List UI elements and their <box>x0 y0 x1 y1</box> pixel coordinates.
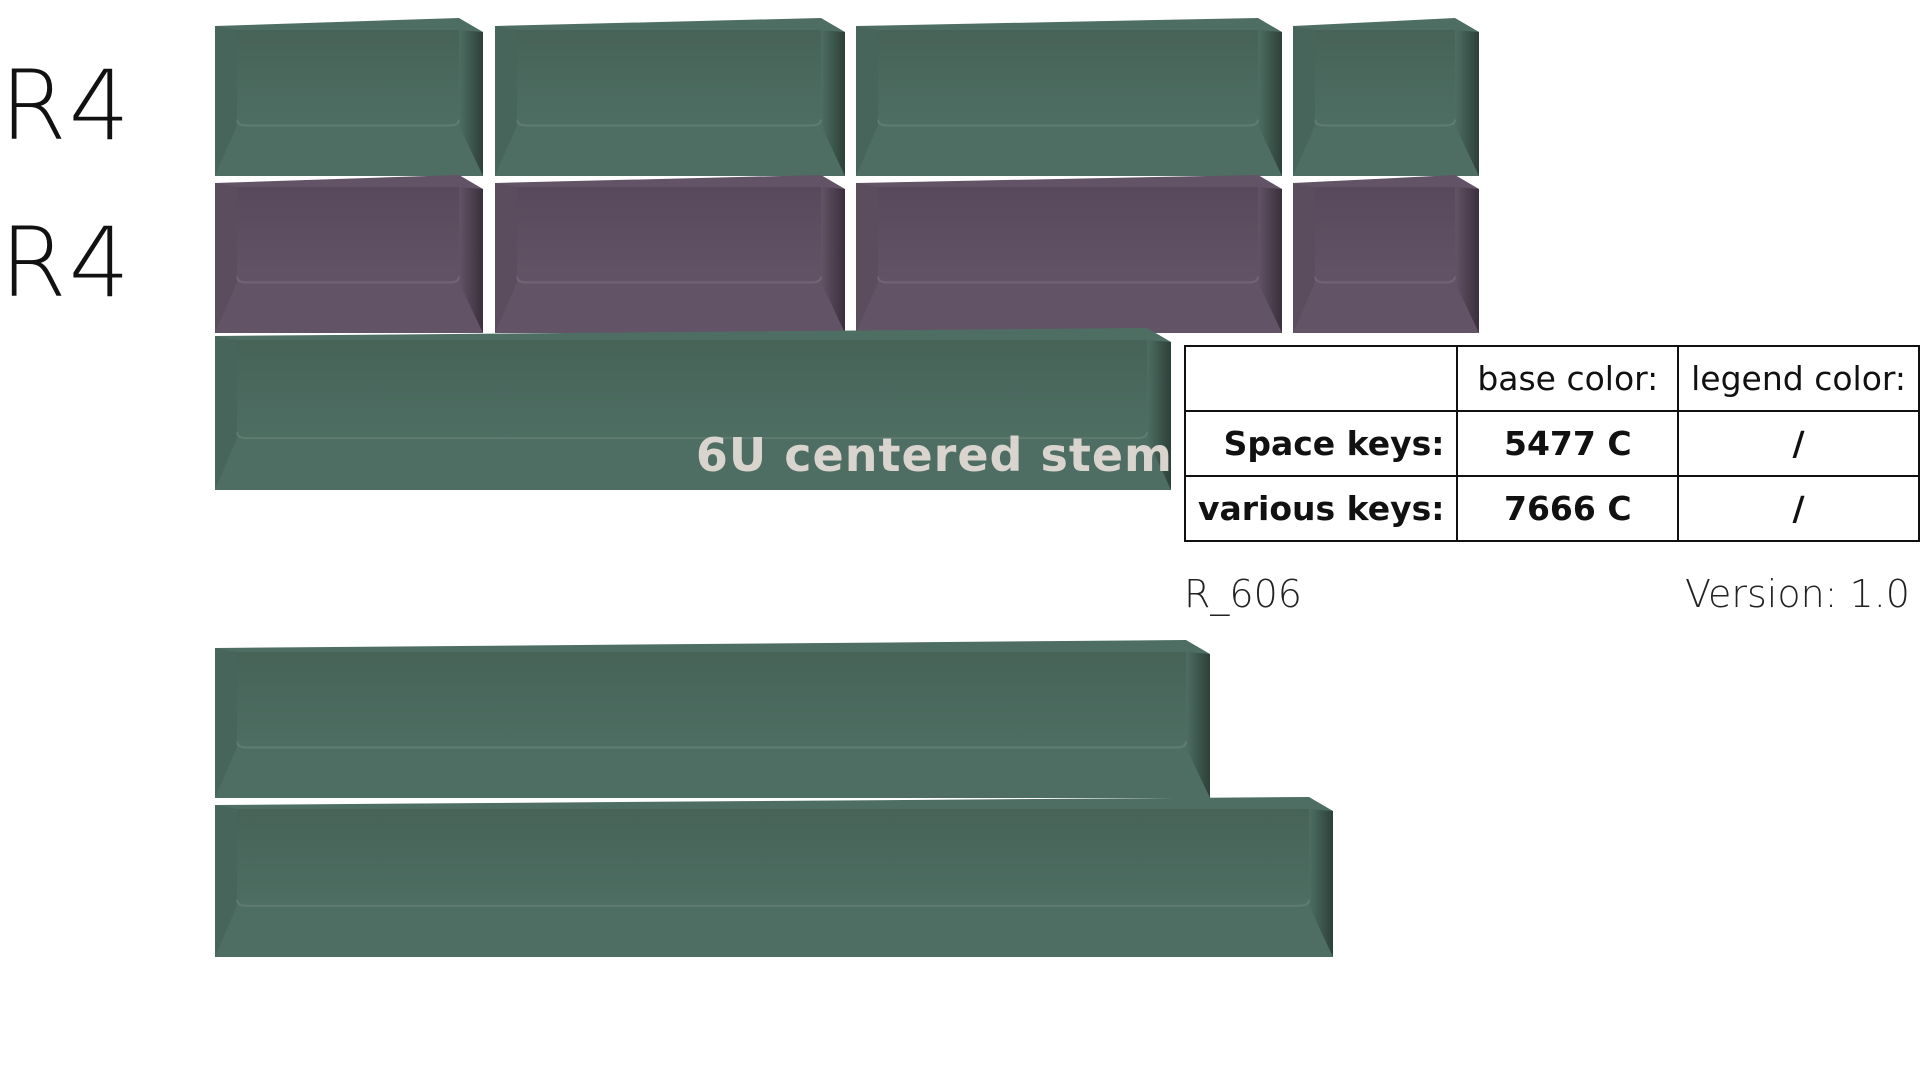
base-color-cell: 5477 C <box>1456 410 1680 477</box>
spacebar-keycap <box>211 797 1335 957</box>
keycap-green <box>211 18 485 176</box>
spacebar-keycap <box>211 640 1212 798</box>
keycap-body <box>495 175 845 333</box>
keycap-body <box>1293 175 1479 333</box>
keycap-purple <box>852 175 1284 333</box>
color-spec-table: base color: legend color: Space keys: 54… <box>1183 345 1920 542</box>
keycap-purple <box>1289 175 1481 333</box>
version-label: Version: 1.0 <box>1684 572 1910 616</box>
keycap-body <box>856 175 1282 333</box>
keycap-green <box>1289 18 1481 176</box>
keycap-body <box>856 18 1282 176</box>
keycap-purple <box>211 175 485 333</box>
keycap-green <box>491 18 847 176</box>
table-header-row: base color: legend color: <box>1183 345 1920 412</box>
spacebar-6u-keycap: 6U centered stem <box>211 328 1173 490</box>
row-label-cell: various keys: <box>1183 475 1459 542</box>
keycap-body <box>215 640 1210 798</box>
table-header-cell: legend color: <box>1677 345 1920 412</box>
table-row: various keys: 7666 C / <box>1183 475 1920 542</box>
keycap-body <box>1293 18 1479 176</box>
sheet-id-label: R_606 <box>1184 572 1302 616</box>
row-label-cell: Space keys: <box>1183 410 1459 477</box>
keycap-body <box>495 18 845 176</box>
base-color-cell: 7666 C <box>1456 475 1680 542</box>
keycap-purple <box>491 175 847 333</box>
keycap-body <box>215 18 483 176</box>
legend-color-cell: / <box>1677 475 1920 542</box>
keycap-green <box>852 18 1284 176</box>
keycap-body <box>215 175 483 333</box>
table-header-cell: base color: <box>1456 345 1680 412</box>
legend-color-cell: / <box>1677 410 1920 477</box>
keycap-body <box>215 328 1171 490</box>
row-profile-label: R4 <box>0 50 132 162</box>
keycap-body <box>215 797 1333 957</box>
keycap-legend: 6U centered stem <box>695 428 1173 482</box>
table-row: Space keys: 5477 C / <box>1183 410 1920 477</box>
row-profile-label: R4 <box>0 207 132 319</box>
table-header-cell <box>1183 345 1459 412</box>
